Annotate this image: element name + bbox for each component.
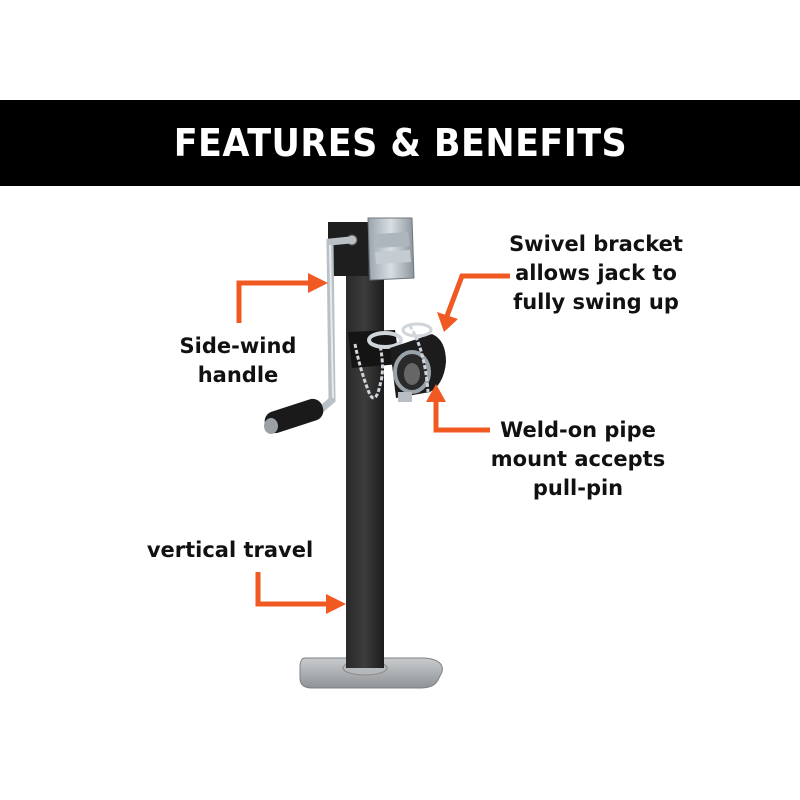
callout-line: Side-wind — [179, 334, 297, 358]
callout-swivel-bracket: Swivel bracket allows jack to fully swin… — [496, 230, 696, 317]
callout-vertical-travel: vertical travel — [140, 536, 320, 565]
callout-line: Swivel bracket — [509, 232, 683, 256]
callout-line: handle — [197, 363, 279, 387]
page-title: FEATURES & BENEFITS — [173, 121, 627, 165]
callout-line: mount accepts — [490, 447, 666, 471]
callout-side-wind-handle: Side-wind handle — [158, 332, 318, 390]
callout-line: Weld-on pipe — [500, 418, 656, 442]
header-banner: FEATURES & BENEFITS — [0, 100, 800, 186]
callout-weld-on-pipe-mount: Weld-on pipe mount accepts pull-pin — [478, 416, 678, 503]
callout-line: pull-pin — [532, 476, 624, 500]
callout-line: vertical travel — [146, 538, 314, 562]
callout-arrows — [236, 273, 510, 607]
callout-line: allows jack to — [515, 261, 677, 285]
callout-line: fully swing up — [513, 290, 679, 314]
